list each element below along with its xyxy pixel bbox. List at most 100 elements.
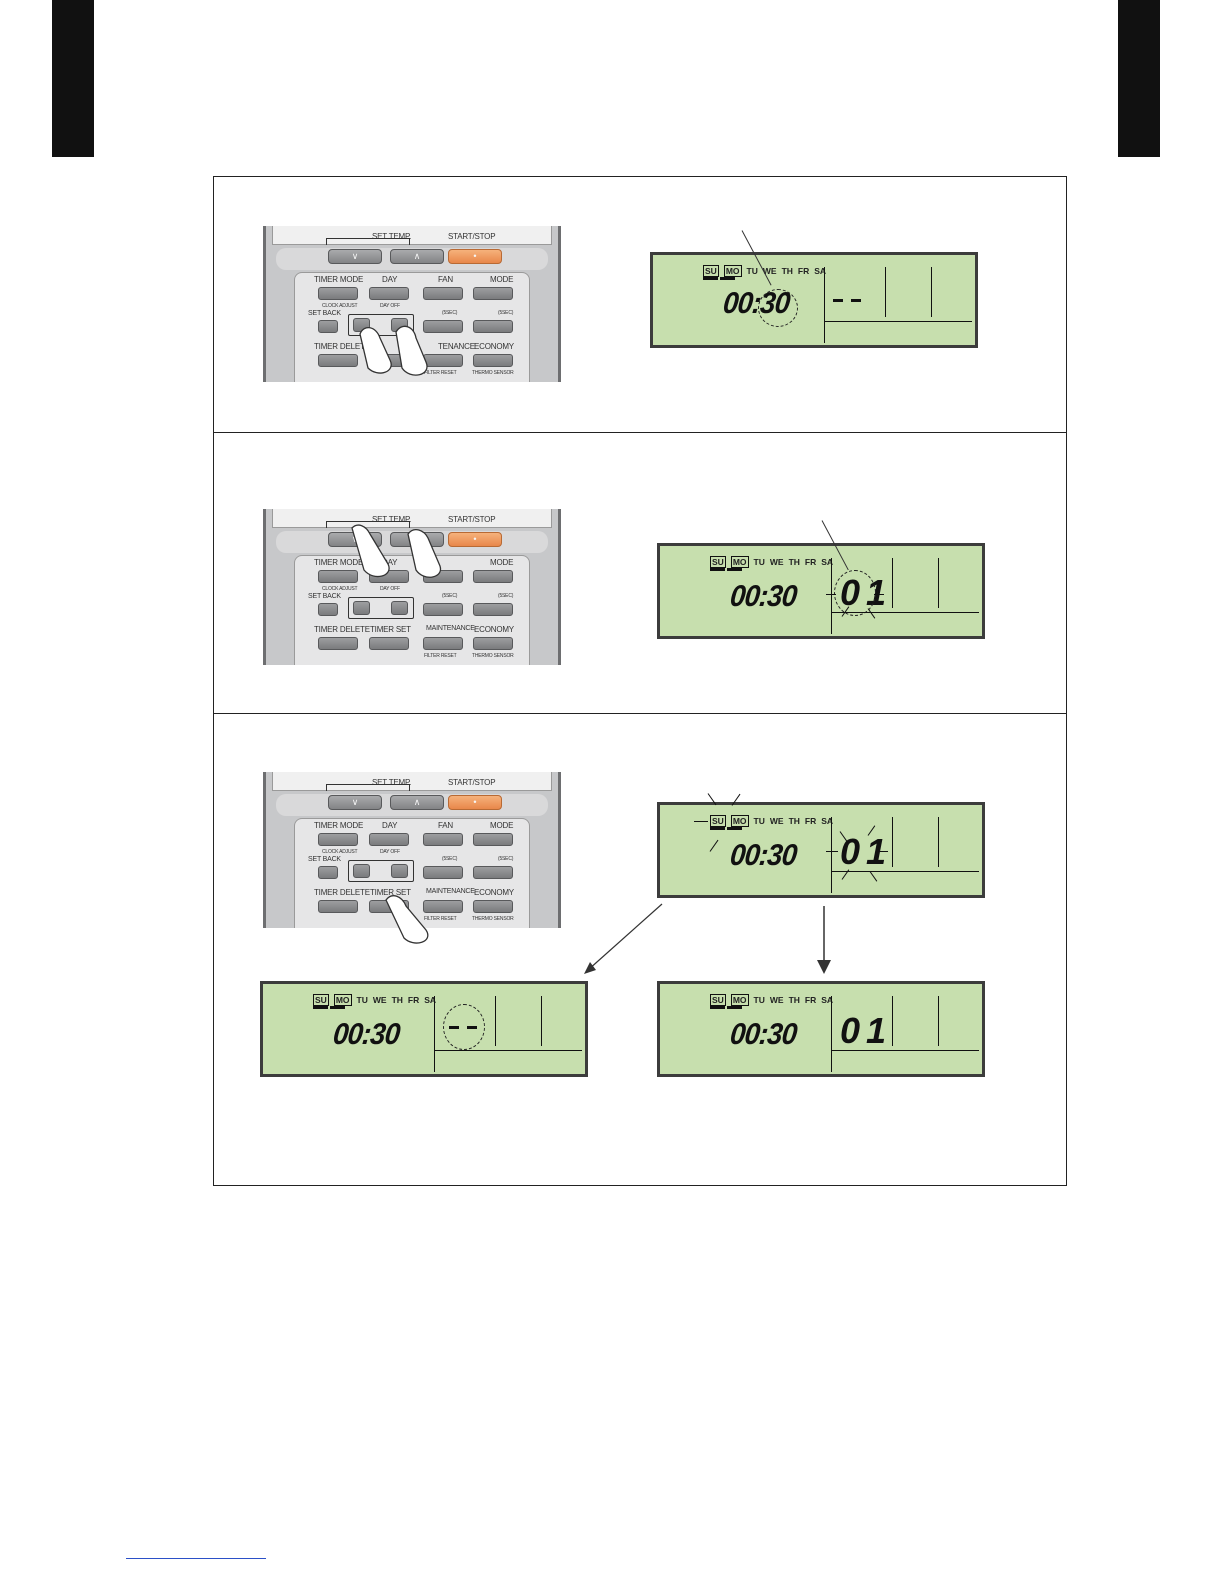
thermo-sensor-label: THERMO SENSOR	[472, 916, 514, 922]
temp-up-button[interactable]: ∧	[390, 795, 444, 810]
timer-mode-button[interactable]	[318, 287, 358, 300]
temp-down-button[interactable]: ∨	[328, 795, 382, 810]
clock-right-button[interactable]	[391, 864, 408, 878]
mode-button[interactable]	[473, 833, 513, 846]
day-su: SU	[710, 815, 726, 827]
timer-mode-button[interactable]	[318, 833, 358, 846]
footer-link-underline[interactable]	[126, 1558, 266, 1559]
set-back-label: SET BACK	[308, 856, 341, 863]
economy-button[interactable]	[473, 900, 513, 913]
timer-delete-button[interactable]	[318, 637, 358, 650]
timer-delete-button[interactable]	[318, 900, 358, 913]
lcd-divider	[831, 996, 832, 1072]
economy-button[interactable]	[473, 354, 513, 367]
louver-button[interactable]	[473, 320, 513, 333]
lcd-divider	[892, 996, 893, 1046]
program-number: 01	[840, 831, 893, 872]
day-su: SU	[703, 265, 719, 277]
mode-button[interactable]	[473, 570, 513, 583]
economy-button[interactable]	[473, 637, 513, 650]
maintenance-button[interactable]	[423, 900, 463, 913]
day-tu: TU	[753, 816, 765, 826]
swing-button[interactable]	[423, 603, 463, 616]
day-fr: FR	[804, 816, 817, 826]
branch-arrow-down-icon	[817, 906, 831, 974]
day-mo: MO	[723, 265, 742, 277]
clock-left-button[interactable]	[353, 864, 370, 878]
clock-adjust-label: CLOCK ADJUST	[322, 303, 358, 309]
temp-up-button[interactable]: ∧	[390, 249, 444, 264]
louver-sec-label: (5SEC)	[498, 856, 514, 862]
program-dash-1	[449, 1026, 459, 1029]
program-dash-2	[467, 1026, 477, 1029]
program-highlight-circle	[443, 1004, 485, 1050]
set-back-label: SET BACK	[308, 593, 341, 600]
set-back-button[interactable]	[318, 320, 338, 333]
program-highlight-circle	[834, 570, 876, 616]
lcd-divider	[495, 996, 496, 1046]
day-mo: MO	[730, 815, 749, 827]
fan-button[interactable]	[423, 833, 463, 846]
clock-adjust-label: CLOCK ADJUST	[322, 586, 358, 592]
clock-left-button[interactable]	[353, 601, 370, 615]
timer-mode-button[interactable]	[318, 570, 358, 583]
louver-button[interactable]	[473, 866, 513, 879]
louver-sec-label: (5SEC)	[498, 593, 514, 599]
step-divider-1	[213, 432, 1067, 433]
temp-down-button[interactable]: ∨	[328, 249, 382, 264]
start-stop-label: START/STOP	[448, 515, 496, 524]
timer-set-button[interactable]	[369, 637, 409, 650]
mode-button[interactable]	[473, 287, 513, 300]
mo-underline	[727, 1006, 742, 1009]
day-sa: SA	[821, 557, 834, 567]
swing-button[interactable]	[423, 866, 463, 879]
timer-delete-button[interactable]	[318, 354, 358, 367]
lcd-divider	[938, 817, 939, 867]
lcd-divider	[541, 996, 542, 1046]
economy-label: ECONOMY	[474, 888, 514, 897]
lcd-baseline	[831, 871, 979, 872]
timer-mode-label: TIMER MODE	[314, 558, 364, 567]
branch-arrow-left-icon	[584, 903, 663, 974]
start-stop-button[interactable]: •	[448, 249, 502, 264]
clock-readout: 00:30	[728, 580, 798, 613]
fan-button[interactable]	[423, 287, 463, 300]
blink-ray	[874, 594, 884, 595]
start-stop-label: START/STOP	[448, 232, 496, 241]
start-stop-button[interactable]: •	[448, 795, 502, 810]
remote-top-strip	[272, 509, 552, 528]
swing-button[interactable]	[423, 320, 463, 333]
set-temp-label: SET TEMP.	[372, 515, 412, 524]
day-button[interactable]	[369, 287, 409, 300]
hand-pressing-timer-set-icon	[385, 895, 429, 944]
maintenance-label: MAINTENANCE	[426, 625, 475, 632]
day-tu: TU	[356, 995, 368, 1005]
clock-right-button[interactable]	[391, 601, 408, 615]
lcd-divider	[892, 558, 893, 608]
maintenance-label: MAINTENANCE	[426, 888, 475, 895]
lcd-baseline	[434, 1050, 582, 1051]
lcd-divider	[938, 558, 939, 608]
economy-label: ECONOMY	[474, 342, 514, 351]
start-stop-button[interactable]: •	[448, 532, 502, 547]
day-tu: TU	[753, 995, 765, 1005]
su-underline	[313, 1006, 328, 1009]
day-button[interactable]	[369, 833, 409, 846]
day-sa: SA	[424, 995, 437, 1005]
swing-sec-label: (5SEC)	[442, 856, 458, 862]
fan-label: FAN	[438, 821, 453, 830]
lcd-baseline	[831, 612, 979, 613]
day-label: DAY	[382, 558, 398, 567]
set-temp-bracket	[326, 521, 410, 528]
maintenance-button[interactable]	[423, 637, 463, 650]
set-back-label: SET BACK	[308, 310, 341, 317]
day-off-label: DAY OFF	[380, 303, 400, 309]
day-th: TH	[781, 266, 793, 276]
set-back-button[interactable]	[318, 603, 338, 616]
set-temp-bracket	[326, 784, 410, 791]
set-back-button[interactable]	[318, 866, 338, 879]
louver-button[interactable]	[473, 603, 513, 616]
